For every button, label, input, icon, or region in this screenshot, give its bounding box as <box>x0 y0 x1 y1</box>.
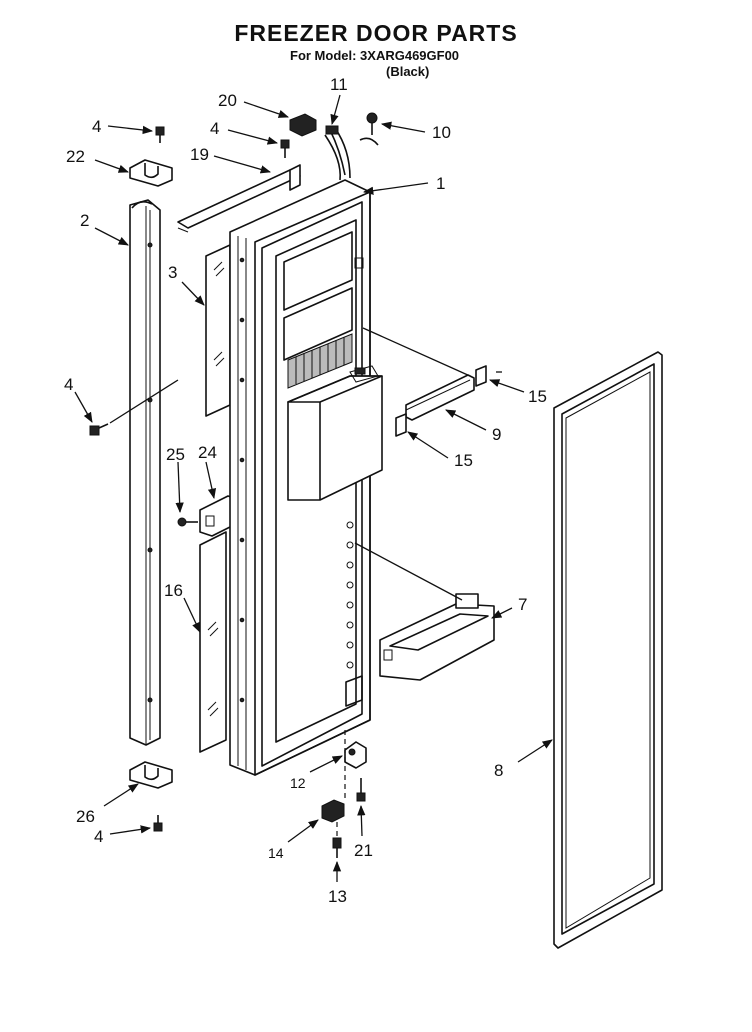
screw-part-4-top-left <box>155 126 165 143</box>
screw-part-25 <box>177 517 198 527</box>
handle-trim-part-2 <box>129 199 161 746</box>
screw-part-13 <box>332 837 342 858</box>
callout-8: 8 <box>494 761 503 780</box>
callout-4-bottom: 4 <box>94 827 103 846</box>
end-cap-part-15-lower <box>395 413 407 437</box>
callout-13: 13 <box>328 887 347 906</box>
end-cap-part-15-upper <box>475 365 487 387</box>
callout-24: 24 <box>198 443 217 462</box>
callout-9: 9 <box>492 425 501 444</box>
diagram-title: FREEZER DOOR PARTS <box>234 20 518 46</box>
callout-21: 21 <box>354 841 373 860</box>
dispenser-grille <box>287 333 353 389</box>
screw-part-4-bottom <box>153 815 163 832</box>
upper-panel-part-3 <box>205 244 231 417</box>
hinge-part-12 <box>344 741 367 769</box>
callout-16: 16 <box>164 581 183 600</box>
freezer-door-part-1 <box>229 179 383 776</box>
callout-15-lower: 15 <box>454 451 473 470</box>
callout-12: 12 <box>290 775 306 791</box>
wire-harness-part-11 <box>324 125 351 181</box>
callout-2: 2 <box>80 211 89 230</box>
callout-25: 25 <box>166 445 185 464</box>
callout-3: 3 <box>168 263 177 282</box>
callout-7: 7 <box>518 595 527 614</box>
screw-part-10 <box>359 112 379 146</box>
connector-part-20 <box>289 113 317 137</box>
lower-handle-bracket-part-26 <box>129 761 173 789</box>
screw-part-4-left <box>89 423 109 436</box>
callout-22: 22 <box>66 147 85 166</box>
lower-panel-part-16 <box>199 531 227 753</box>
screw-part-21 <box>356 778 366 802</box>
screw-part-4-top <box>280 139 290 158</box>
color-line: (Black) <box>386 64 430 79</box>
callout-4-top-left: 4 <box>92 117 101 136</box>
door-gasket-part-8 <box>553 351 663 949</box>
callout-1: 1 <box>436 174 445 193</box>
callout-labels: 4 22 20 4 19 11 10 1 2 3 4 15 9 15 25 24… <box>64 75 547 906</box>
callout-14: 14 <box>268 845 284 861</box>
leader-lines <box>74 94 553 882</box>
callout-19: 19 <box>190 145 209 164</box>
upper-handle-bracket-part-22 <box>129 159 173 187</box>
hinge-block-part-14 <box>321 799 345 823</box>
shelf-rail-part-9 <box>405 374 475 421</box>
callout-10: 10 <box>432 123 451 142</box>
callout-11: 11 <box>330 75 348 94</box>
callout-4-left: 4 <box>64 375 73 394</box>
callout-20: 20 <box>218 91 237 110</box>
top-trim-part-19 <box>177 164 301 233</box>
callout-26: 26 <box>76 807 95 826</box>
callout-15-upper: 15 <box>528 387 547 406</box>
model-line: For Model: 3XARG469GF00 <box>290 48 460 63</box>
door-bin-part-7 <box>379 593 495 681</box>
callout-4-top: 4 <box>210 119 219 138</box>
